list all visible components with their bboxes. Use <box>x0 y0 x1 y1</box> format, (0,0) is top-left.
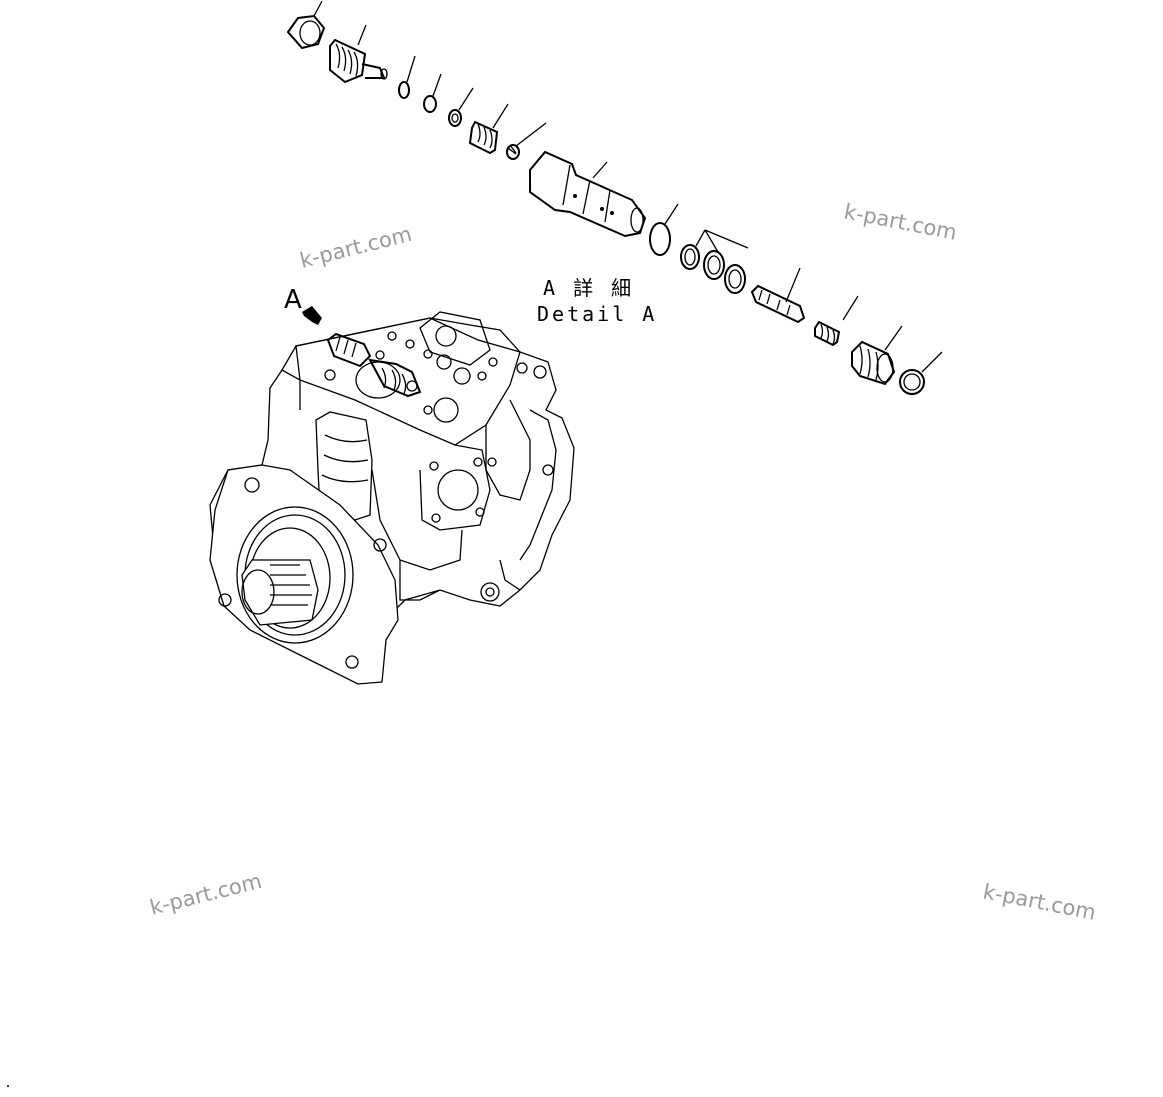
part-seat <box>506 122 547 160</box>
detail-label-jp: A 詳 細 <box>543 276 634 300</box>
view-marker-a: A <box>284 285 302 315</box>
part-spool <box>750 267 806 324</box>
watermark-3: k-part.com <box>147 869 264 920</box>
part-hex-nut <box>286 0 326 50</box>
part-ring-set <box>680 229 749 294</box>
pump-assembly <box>209 311 575 685</box>
part-adjust-screw <box>329 24 388 84</box>
watermark-4: k-part.com <box>981 879 1098 924</box>
part-seal-ring <box>899 351 943 395</box>
part-o-ring-2 <box>649 222 671 256</box>
part-o-ring-1 <box>398 81 410 99</box>
part-plug <box>851 325 903 386</box>
part-spring-1 <box>468 103 509 155</box>
part-backup-ring <box>423 95 437 113</box>
watermark-2: k-part.com <box>842 199 959 244</box>
exploded-parts <box>286 0 943 395</box>
part-washer <box>448 87 474 127</box>
part-valve-body <box>529 150 647 238</box>
part-spring-2 <box>814 295 859 347</box>
watermark-1: k-part.com <box>297 222 414 273</box>
detail-label-en: Detail A <box>537 302 657 326</box>
view-arrow-icon <box>302 306 322 325</box>
